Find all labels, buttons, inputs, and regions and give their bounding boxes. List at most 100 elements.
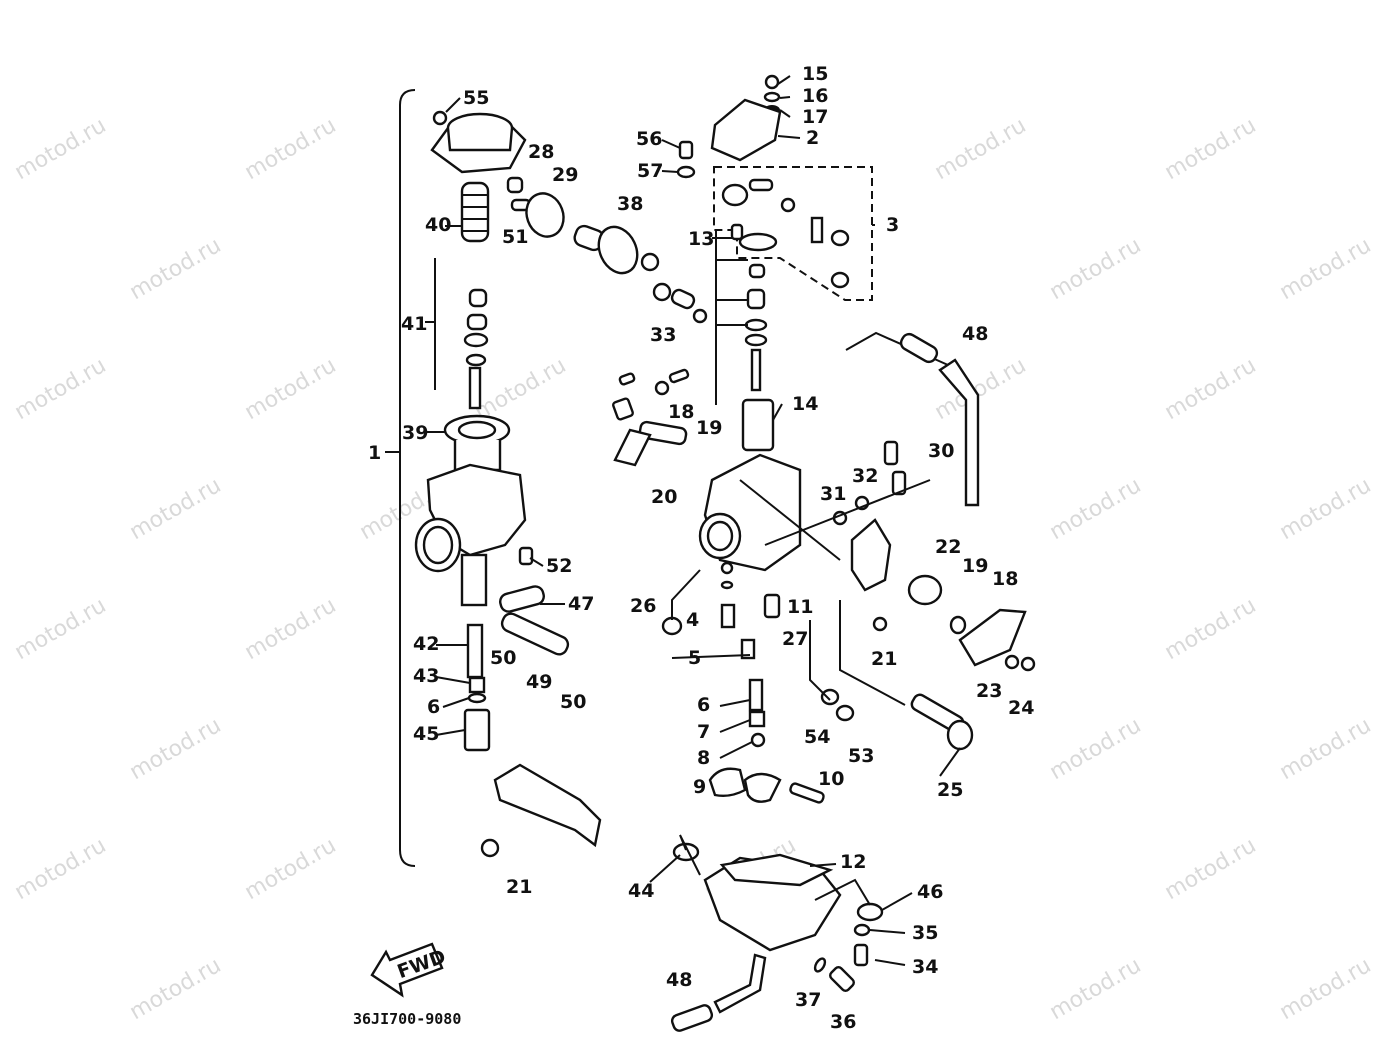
watermark-text: motod.ru <box>1276 233 1376 305</box>
callout-21a: 21 <box>871 648 897 670</box>
screw-52 <box>518 546 534 566</box>
callout-19b: 19 <box>962 555 988 577</box>
watermark-text: motod.ru <box>1046 953 1146 1025</box>
left-carburetor <box>414 110 602 858</box>
callout-9: 9 <box>693 776 706 798</box>
callout-38: 38 <box>617 193 643 215</box>
jet-42 <box>466 623 484 679</box>
hose-49 <box>500 612 570 656</box>
jet-43 <box>468 676 486 694</box>
right-carburetor <box>612 331 1036 1032</box>
callout-52: 52 <box>546 555 572 577</box>
callout-23: 23 <box>976 680 1002 702</box>
sub-assembly-box-3 <box>713 166 873 301</box>
bowl-stem-left <box>460 553 488 607</box>
jet-11 <box>763 593 781 619</box>
callout-17: 17 <box>802 106 828 128</box>
assembly-bracket <box>399 89 416 867</box>
callout-42: 42 <box>413 633 439 655</box>
watermark-text: motod.ru <box>11 113 111 185</box>
watermark-text: motod.ru <box>1161 833 1261 905</box>
callout-15: 15 <box>802 63 828 85</box>
float-9 <box>708 767 747 798</box>
watermark-text: motod.ru <box>1276 953 1376 1025</box>
callout-29: 29 <box>552 164 578 186</box>
callout-20: 20 <box>651 486 677 508</box>
callout-48b: 48 <box>666 969 692 991</box>
callout-19a: 19 <box>696 417 722 439</box>
drawing-code: 36JI700-9080 <box>353 1010 461 1028</box>
hose-48-bottom <box>713 953 767 1014</box>
callout-1: 1 <box>368 442 381 464</box>
callout-57: 57 <box>637 160 663 182</box>
callout-6a: 6 <box>427 696 440 718</box>
needle-clip <box>468 288 488 308</box>
watermark-text: motod.ru <box>1046 713 1146 785</box>
callout-4: 4 <box>686 609 699 631</box>
watermark-text: motod.ru <box>126 233 226 305</box>
callout-51: 51 <box>502 226 528 248</box>
leader-lines <box>425 75 961 966</box>
callout-12: 12 <box>840 851 866 873</box>
callout-18b: 18 <box>992 568 1018 590</box>
bracket-plate <box>493 763 602 848</box>
callout-50a: 50 <box>490 647 516 669</box>
callout-48a: 48 <box>962 323 988 345</box>
callout-56: 56 <box>636 128 662 150</box>
watermark-text: motod.ru <box>1161 353 1261 425</box>
watermark-text: motod.ru <box>11 833 111 905</box>
watermark-text: motod.ru <box>1276 713 1376 785</box>
right-top-cover <box>676 74 873 452</box>
watermark-text: motod.ru <box>1161 113 1261 185</box>
callout-32: 32 <box>852 465 878 487</box>
callout-10: 10 <box>818 768 844 790</box>
callout-54: 54 <box>804 726 830 748</box>
cap-screw <box>432 110 448 126</box>
callout-49: 49 <box>526 671 552 693</box>
callout-28: 28 <box>528 141 554 163</box>
shaft-20 <box>638 420 688 446</box>
fwd-arrow: FWD <box>370 942 449 998</box>
callout-13: 13 <box>688 228 714 250</box>
watermark-text: motod.ru <box>1046 233 1146 305</box>
diaphragm-assembly <box>506 176 708 324</box>
watermark-text: motod.ru <box>1276 473 1376 545</box>
callout-46: 46 <box>917 881 943 903</box>
callout-25: 25 <box>937 779 963 801</box>
callout-44: 44 <box>628 880 654 902</box>
callout-39: 39 <box>402 422 428 444</box>
callout-30: 30 <box>928 440 954 462</box>
callout-3: 3 <box>886 214 899 236</box>
callout-34: 34 <box>912 956 938 978</box>
callout-41: 41 <box>401 313 427 335</box>
watermark-text: motod.ru <box>471 353 571 425</box>
callout-11: 11 <box>787 596 813 618</box>
callout-31: 31 <box>820 483 846 505</box>
spring <box>460 181 490 243</box>
callout-35: 35 <box>912 922 938 944</box>
callout-8: 8 <box>697 747 710 769</box>
pin-10 <box>789 782 825 804</box>
callout-45: 45 <box>413 723 439 745</box>
callout-14: 14 <box>792 393 818 415</box>
top-cover-2 <box>710 98 782 162</box>
callout-40: 40 <box>425 214 451 236</box>
cap-wall <box>446 127 514 152</box>
hose-48-top <box>938 358 980 507</box>
callout-22: 22 <box>935 536 961 558</box>
callout-7: 7 <box>697 721 710 743</box>
needle-14 <box>750 348 762 392</box>
callout-labels: 1 2 3 4 5 6 6 7 8 9 10 11 12 13 14 15 16… <box>368 63 1034 1033</box>
callout-55: 55 <box>463 87 489 109</box>
watermark-text: motod.ru <box>11 353 111 425</box>
watermark-text: motod.ru <box>11 593 111 665</box>
watermark-text: motod.ru <box>241 833 341 905</box>
screw-21-left <box>480 838 500 858</box>
watermark-text: motod.ru <box>1046 473 1146 545</box>
callout-24: 24 <box>1008 697 1034 719</box>
watermark-text: motod.ru <box>126 713 226 785</box>
callout-21b: 21 <box>506 876 532 898</box>
callout-50b: 50 <box>560 691 586 713</box>
watermark-text: motod.ru <box>126 953 226 1025</box>
callout-27: 27 <box>782 628 808 650</box>
